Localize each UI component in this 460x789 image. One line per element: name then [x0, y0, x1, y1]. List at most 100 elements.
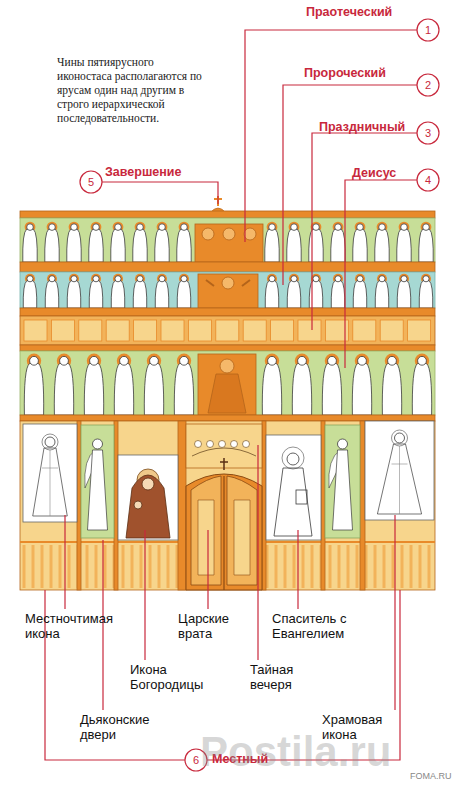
base-stripe: [59, 545, 62, 588]
figure-robe: [353, 281, 367, 308]
figure-head: [93, 276, 99, 282]
figure-head: [49, 276, 55, 282]
base-stripe: [23, 545, 26, 588]
figure-robe: [114, 363, 133, 415]
forefathers-tier: [20, 218, 435, 262]
figure-robe: [174, 363, 193, 415]
figure-head: [379, 224, 386, 231]
figure-robe: [54, 363, 73, 415]
figure-robe: [397, 281, 411, 308]
halo-outline: [42, 434, 58, 450]
virgin-head: [222, 277, 234, 289]
figure-head: [27, 276, 33, 282]
figure-head: [335, 224, 342, 231]
figure-robe: [287, 229, 302, 262]
figure-robe: [375, 281, 389, 308]
figure-head: [291, 276, 297, 282]
leader-line: [144, 530, 145, 660]
pilaster: [178, 421, 186, 590]
figure-head: [291, 224, 298, 231]
tier-name: Пророческий: [304, 66, 414, 80]
feast-icon: [51, 320, 74, 341]
deacon-door: [325, 425, 360, 538]
figure-robe: [23, 229, 38, 262]
apostle-head: [231, 441, 238, 448]
leader-line: [102, 182, 218, 204]
leader-line: [245, 30, 417, 242]
feast-icon: [134, 320, 157, 341]
apostle-head: [219, 441, 226, 448]
royal-doors: [186, 474, 262, 590]
figure-head: [137, 276, 143, 282]
part-label: Местночтимая икона: [25, 611, 125, 641]
figure-robe: [292, 363, 311, 415]
base-stripe: [383, 545, 386, 588]
feast-icon: [243, 320, 266, 341]
figure-head: [180, 356, 189, 365]
base-stripe: [140, 545, 143, 588]
figure-robe-outline: [377, 444, 421, 514]
saviour-robe: [274, 468, 312, 536]
figure-head: [358, 356, 367, 365]
figure-robe: [24, 363, 43, 415]
figure-head: [71, 276, 77, 282]
figure-robe: [177, 281, 191, 308]
figure-robe: [352, 363, 371, 415]
callout-number: 2: [417, 77, 439, 93]
figure-robe: [331, 229, 346, 262]
base-stripe: [356, 545, 359, 588]
figure-head: [60, 356, 69, 365]
figure-head: [401, 276, 407, 282]
base-stripe: [392, 545, 395, 588]
base-stripe: [50, 545, 53, 588]
figure-robe: [23, 281, 37, 308]
note-text: Чины пятиярусного иконостаса располагают…: [57, 55, 209, 125]
angel-robe: [88, 450, 108, 530]
figure-robe: [45, 281, 59, 308]
figure-head: [49, 224, 56, 231]
callout-circle: [417, 19, 439, 41]
deacon-door: [81, 425, 114, 538]
figure-robe: [419, 229, 434, 262]
figure-robe: [262, 363, 281, 415]
saviour-halo: [282, 447, 304, 469]
figure-robe: [397, 229, 412, 262]
figure-head: [45, 437, 55, 447]
feast-icon: [298, 320, 321, 341]
part-label: Икона Богородицы: [130, 662, 215, 692]
figure-head: [30, 356, 39, 365]
base-stripe: [401, 545, 404, 588]
feast-icon: [79, 320, 102, 341]
leader-line: [394, 515, 395, 710]
feast-icon: [24, 320, 47, 341]
base-stripe: [338, 545, 341, 588]
base-stripe: [374, 545, 377, 588]
base-stripe: [131, 545, 134, 588]
base-stripe: [311, 545, 314, 588]
figure-robe: [155, 281, 169, 308]
pilaster: [360, 421, 365, 590]
table-arc: [192, 448, 256, 456]
door-split: [223, 476, 224, 590]
figure-head: [388, 356, 397, 365]
base-stripe: [284, 545, 287, 588]
virgin-of-the-sign-icon: [198, 274, 258, 308]
tier-band: [20, 415, 435, 421]
callout-number: 5: [80, 174, 102, 190]
callout-circle: [417, 122, 439, 144]
figure-robe: [67, 281, 81, 308]
angel-head: [93, 439, 103, 449]
feast-icon: [408, 320, 431, 341]
figure-robe: [353, 229, 368, 262]
figure-robe: [111, 281, 125, 308]
figure-robe: [309, 281, 323, 308]
feast-icon: [271, 320, 294, 341]
saviour-face: [287, 453, 299, 465]
figure-head: [313, 276, 319, 282]
figure-robe: [144, 363, 163, 415]
door-panel: [198, 500, 250, 575]
figure-robe: [265, 229, 280, 262]
part-label: Спаситель с Евангелием: [272, 611, 367, 641]
angel-head: [338, 439, 348, 449]
